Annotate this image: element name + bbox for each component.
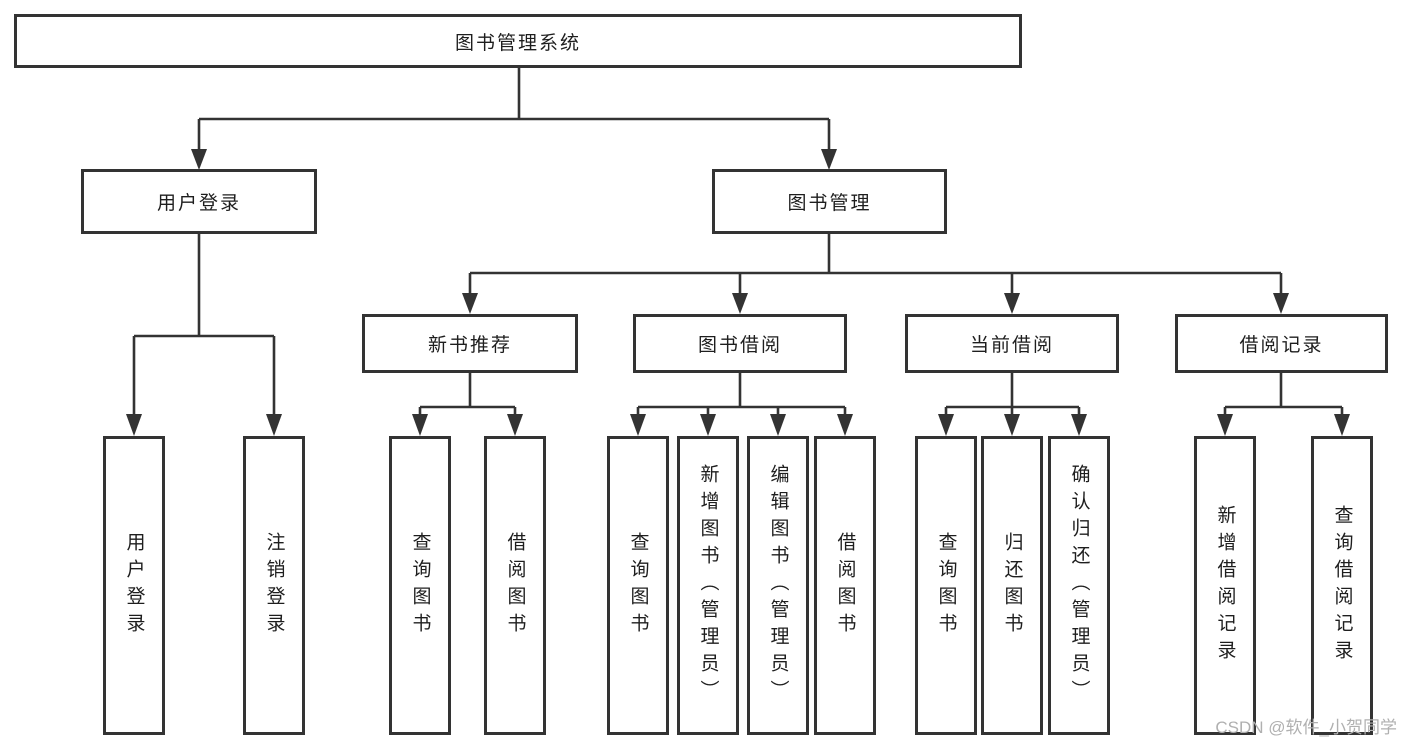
arrow-down-icon	[266, 414, 282, 436]
leaf-user-login-label: 用户登录	[123, 531, 145, 640]
leaf-current-confirm-label: 确认归还（管理员）	[1068, 464, 1090, 707]
leaf-borrow-query: 查询图书	[607, 436, 669, 735]
node-user-login: 用户登录	[81, 169, 317, 234]
node-current-borrow: 当前借阅	[905, 314, 1119, 373]
node-new-books: 新书推荐	[362, 314, 578, 373]
watermark: CSDN @软件_小贺同学	[1215, 718, 1397, 737]
node-new-books-label: 新书推荐	[427, 335, 512, 356]
node-current-borrow-label: 当前借阅	[969, 335, 1054, 356]
node-root-label: 图书管理系统	[454, 32, 581, 54]
leaf-newbooks-borrow-label: 借阅图书	[504, 531, 526, 640]
leaf-current-return: 归还图书	[981, 436, 1043, 735]
arrow-down-icon	[1004, 414, 1020, 436]
leaf-borrow-add-label: 新增图书（管理员）	[697, 464, 719, 707]
arrow-down-icon	[1071, 414, 1087, 436]
leaf-borrow-query-label: 查询图书	[627, 531, 649, 640]
arrow-down-icon	[732, 293, 748, 314]
leaf-borrow-borrow-label: 借阅图书	[834, 531, 856, 640]
leaf-current-query-label: 查询图书	[935, 531, 957, 640]
leaf-newbooks-query: 查询图书	[389, 436, 451, 735]
leaf-logout-label: 注销登录	[263, 531, 285, 640]
leaf-current-confirm: 确认归还（管理员）	[1048, 436, 1110, 735]
leaf-current-return-label: 归还图书	[1001, 531, 1023, 640]
node-root: 图书管理系统	[14, 14, 1022, 68]
arrow-down-icon	[507, 414, 523, 436]
node-book-borrow-label: 图书借阅	[697, 335, 782, 356]
leaf-borrow-edit: 编辑图书（管理员）	[747, 436, 809, 735]
node-user-login-label: 用户登录	[156, 193, 241, 214]
arrow-down-icon	[1004, 293, 1020, 314]
arrow-down-icon	[770, 414, 786, 436]
node-borrow-records: 借阅记录	[1175, 314, 1388, 373]
arrow-down-icon	[837, 414, 853, 436]
leaf-logout: 注销登录	[243, 436, 305, 735]
leaf-user-login: 用户登录	[103, 436, 165, 735]
leaf-borrow-borrow: 借阅图书	[814, 436, 876, 735]
leaf-borrow-add: 新增图书（管理员）	[677, 436, 739, 735]
leaf-newbooks-borrow: 借阅图书	[484, 436, 546, 735]
leaf-records-add: 新增借阅记录	[1194, 436, 1256, 735]
arrow-down-icon	[821, 149, 837, 170]
arrow-down-icon	[462, 293, 478, 314]
leaf-records-query-label: 查询借阅记录	[1331, 504, 1353, 667]
arrow-down-icon	[630, 414, 646, 436]
arrow-down-icon	[412, 414, 428, 436]
arrowheads	[126, 149, 1350, 436]
leaf-records-query: 查询借阅记录	[1311, 436, 1373, 735]
leaf-current-query: 查询图书	[915, 436, 977, 735]
leaf-records-add-label: 新增借阅记录	[1214, 504, 1236, 667]
arrow-down-icon	[700, 414, 716, 436]
arrow-down-icon	[191, 149, 207, 170]
arrow-down-icon	[1334, 414, 1350, 436]
node-book-borrow: 图书借阅	[633, 314, 847, 373]
leaf-borrow-edit-label: 编辑图书（管理员）	[767, 464, 789, 707]
arrow-down-icon	[1217, 414, 1233, 436]
leaf-newbooks-query-label: 查询图书	[409, 531, 431, 640]
arrow-down-icon	[938, 414, 954, 436]
arrow-down-icon	[1273, 293, 1289, 314]
node-book-mgmt-label: 图书管理	[787, 193, 872, 214]
arrow-down-icon	[126, 414, 142, 436]
node-borrow-records-label: 借阅记录	[1239, 335, 1324, 356]
node-book-mgmt: 图书管理	[712, 169, 947, 234]
